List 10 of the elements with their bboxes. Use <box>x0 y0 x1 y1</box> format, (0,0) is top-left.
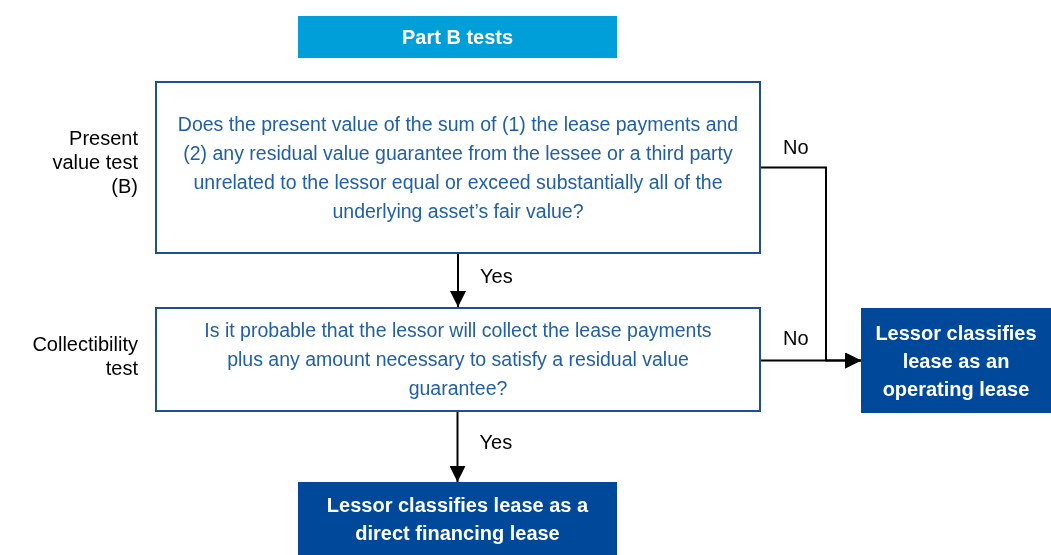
arrow <box>760 352 862 369</box>
question-box: Does the present value of the sum of (1) the lease payments and (2) any residual value guarantee from the lessee or a third party unrelated to the lessor equal or exceed substantially all of the underlying asset’s fair value? <box>155 81 761 254</box>
result-box: Lessor classifies lease as an operating lease <box>861 308 1051 413</box>
test-label: Collectibility test <box>31 332 138 380</box>
arrow <box>449 411 466 483</box>
test-label: Present value test (B) <box>51 126 138 198</box>
result-box: Lessor classifies lease as a direct financing lease <box>298 482 617 555</box>
question-box: Is it probable that the lessor will collect the lease payments plus any amount necessary to satisfy a residual value guarantee? <box>155 307 761 412</box>
header-box: Part B tests <box>298 16 617 58</box>
arrow <box>450 253 466 308</box>
